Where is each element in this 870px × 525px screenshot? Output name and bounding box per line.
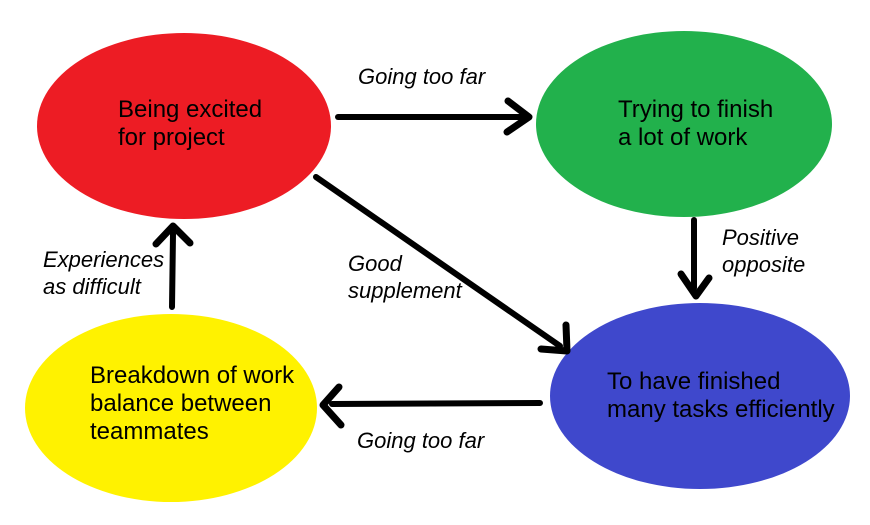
node-label-trying-to-finish: Trying to finish a lot of work xyxy=(618,96,774,151)
node-ellipse-trying-to-finish xyxy=(536,31,832,217)
arrow-head-trying-to-finished xyxy=(677,270,713,300)
arrow-head-excited-to-trying xyxy=(503,97,533,136)
edge-label-positive-opposite: Positive opposite xyxy=(722,225,806,277)
node-label-being-excited: Being excited for project xyxy=(118,96,263,151)
edge-label-going-too-far-top: Going too far xyxy=(358,64,486,89)
node-ellipse-breakdown-of-work xyxy=(25,314,317,502)
edge-label-good-supplement: Good supplement xyxy=(348,251,462,303)
arrow-line-finished-to-breakdown xyxy=(329,400,543,407)
arrow-line-breakdown-to-excited xyxy=(169,231,176,310)
arrow-group xyxy=(152,97,713,429)
arrow-head-breakdown-to-excited xyxy=(152,222,194,248)
edge-label-experiences-as-difficult: Experiences as difficult xyxy=(43,247,165,299)
arrow-head-excited-to-finished xyxy=(537,321,571,355)
node-ellipse-being-excited xyxy=(37,33,331,219)
node-label-finished-many-tasks: To have finished many tasks efficiently xyxy=(607,368,835,423)
node-ellipse-finished-many-tasks xyxy=(550,303,850,489)
node-label-breakdown-of-work: Breakdown of work balance between teamma… xyxy=(90,362,295,445)
arrow-line-excited-to-finished xyxy=(313,174,563,349)
edge-label-going-too-far-bottom: Going too far xyxy=(357,428,485,453)
arrow-head-finished-to-breakdown xyxy=(319,383,345,429)
